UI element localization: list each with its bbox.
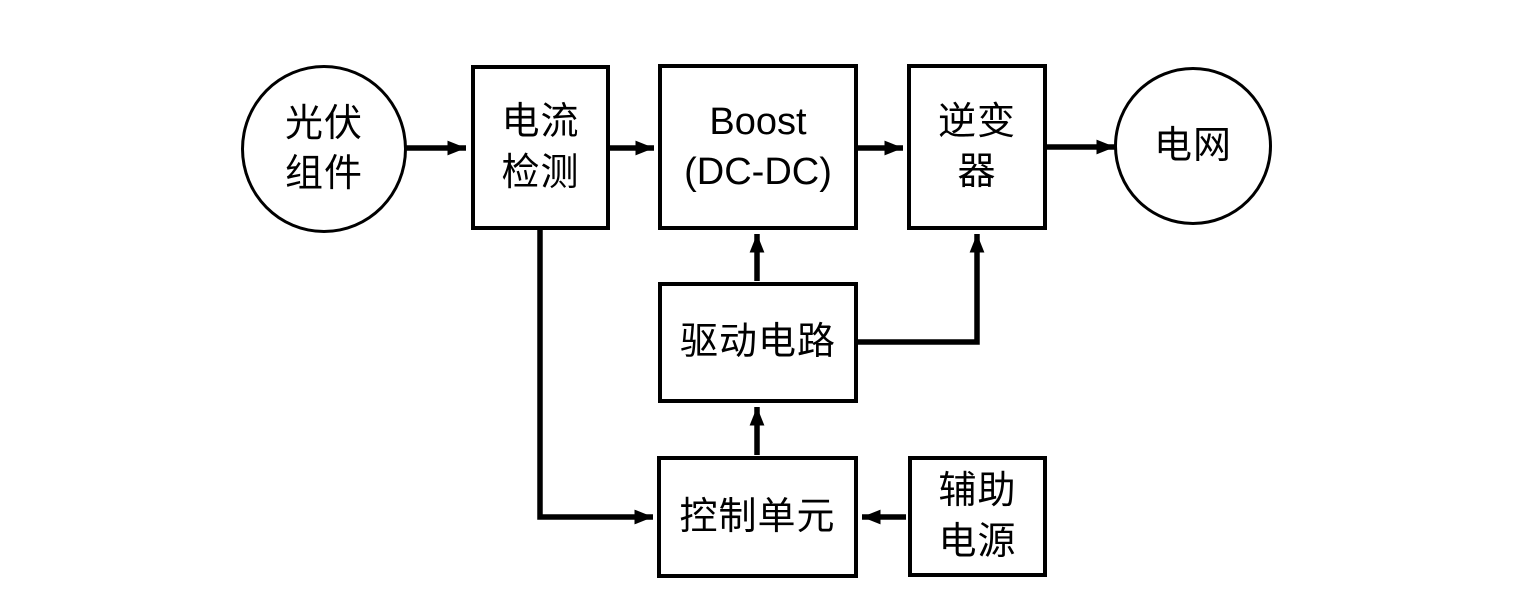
arrow-drive-circuit-to-inverter bbox=[858, 234, 985, 345]
node-grid: 电网 bbox=[1114, 67, 1272, 225]
node-aux-power: 辅助 电源 bbox=[908, 456, 1047, 577]
node-control-unit: 控制单元 bbox=[657, 456, 858, 578]
node-boost: Boost (DC-DC) bbox=[658, 64, 858, 230]
node-current-detection-label-line2: 检测 bbox=[501, 151, 580, 194]
node-pv-module-label-line2: 组件 bbox=[284, 153, 363, 195]
node-grid-label: 电网 bbox=[1153, 124, 1232, 167]
node-aux-power-label-line1: 辅助 bbox=[938, 470, 1017, 513]
arrow-current-detection-to-control-unit bbox=[537, 230, 653, 525]
node-drive-circuit-label: 驱动电路 bbox=[679, 321, 836, 364]
node-inverter: 逆变 器 bbox=[907, 64, 1047, 230]
node-inverter-label-line2: 器 bbox=[957, 151, 997, 193]
node-pv-module-label-line1: 光伏 bbox=[284, 102, 363, 145]
node-current-detection-label-line1: 电流 bbox=[501, 101, 580, 144]
node-boost-label-line1: Boost bbox=[709, 100, 807, 143]
node-pv-module: 光伏 组件 bbox=[241, 65, 407, 233]
node-aux-power-label-line2: 电源 bbox=[938, 520, 1017, 563]
node-boost-label-line2: (DC-DC) bbox=[684, 151, 832, 193]
node-current-detection: 电流 检测 bbox=[471, 65, 610, 230]
node-drive-circuit: 驱动电路 bbox=[658, 282, 858, 403]
node-inverter-label-line1: 逆变 bbox=[937, 100, 1016, 143]
node-control-unit-label: 控制单元 bbox=[679, 495, 836, 538]
